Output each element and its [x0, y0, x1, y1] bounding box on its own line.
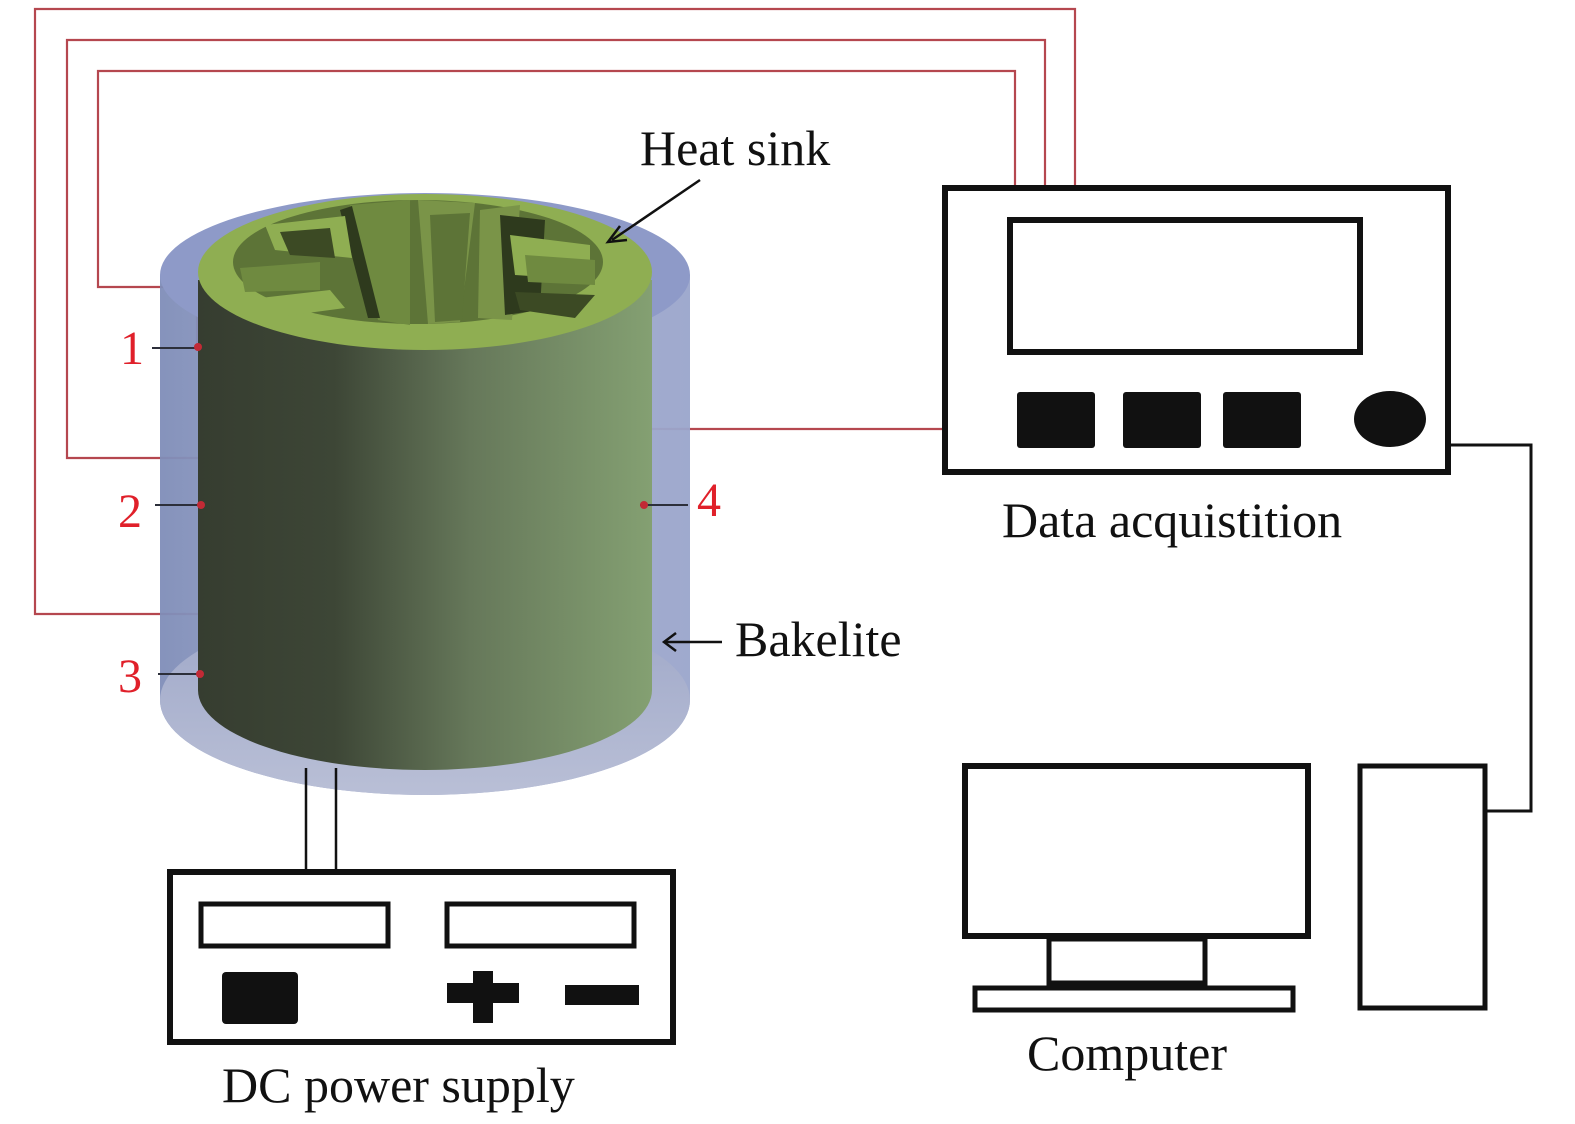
dc-power-supply	[167, 869, 676, 1045]
minus-terminal-icon	[565, 985, 639, 1005]
thermocouple-label-3: 3	[118, 650, 142, 703]
thermocouple-2-dot	[197, 501, 205, 509]
computer-monitor-base	[972, 985, 1296, 1013]
data-acquisition-label: Data acquistition	[1002, 492, 1342, 548]
dc-power-supply-label: DC power supply	[222, 1057, 575, 1113]
dc-display-right	[444, 901, 637, 949]
daq-knob	[1354, 391, 1426, 447]
bakelite-label: Bakelite	[735, 611, 902, 667]
daq-button-3	[1223, 392, 1301, 448]
thermocouple-label-1: 1	[120, 322, 144, 375]
daq-to-computer-cable	[1448, 443, 1533, 813]
thermocouple-1-dot	[194, 343, 202, 351]
thermocouple-3-dot	[196, 670, 204, 678]
thermocouple-4-dot	[640, 501, 648, 509]
computer	[962, 763, 1488, 1013]
daq-button-1	[1017, 392, 1095, 448]
heat-sink-body	[198, 280, 652, 770]
dc-display-left	[198, 901, 391, 949]
computer-monitor	[962, 763, 1311, 939]
computer-monitor-stand	[1046, 936, 1208, 986]
thermocouple-label-2: 2	[118, 485, 142, 538]
heat-sink-label: Heat sink	[640, 120, 830, 176]
daq-display	[1007, 217, 1363, 355]
daq-button-2	[1123, 392, 1201, 448]
thermocouple-points	[152, 343, 688, 678]
computer-tower	[1357, 763, 1488, 1011]
dc-power-button	[222, 972, 298, 1024]
heat-sink-arrow	[605, 178, 701, 244]
power-leads	[304, 768, 338, 872]
heat-sink-top	[198, 194, 652, 350]
bakelite-arrow	[661, 632, 722, 652]
computer-label: Computer	[1027, 1025, 1227, 1081]
thermocouple-label-4: 4	[697, 474, 721, 527]
data-acquisition-unit	[942, 185, 1451, 475]
plus-terminal-icon	[447, 971, 519, 1023]
